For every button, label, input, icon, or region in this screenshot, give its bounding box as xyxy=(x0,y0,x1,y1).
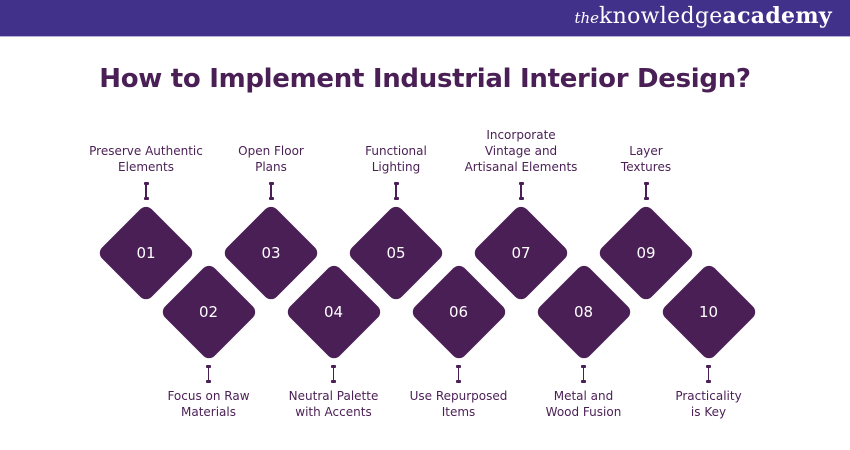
step-number: 10 xyxy=(698,303,719,321)
connector-arrow-icon xyxy=(206,365,211,383)
step-number: 07 xyxy=(511,244,531,262)
connector-arrow-icon xyxy=(643,182,648,200)
brand-word-knowledge: knowledge xyxy=(599,4,723,29)
connector-arrow-icon xyxy=(706,365,711,383)
step-number: 04 xyxy=(323,303,344,321)
step-number: 02 xyxy=(198,303,219,321)
brand-logo[interactable]: theknowledgeacademy xyxy=(574,3,832,29)
connector-arrow-icon xyxy=(393,182,398,200)
step-number: 01 xyxy=(136,244,156,262)
step-number: 06 xyxy=(448,303,469,321)
connector-arrow-icon xyxy=(518,182,523,200)
connector-arrow-icon xyxy=(456,365,461,383)
brand-word-academy: academy xyxy=(722,3,832,29)
page-title: How to Implement Industrial Interior Des… xyxy=(99,64,751,94)
step-number: 03 xyxy=(261,244,281,262)
connector-arrow-icon xyxy=(268,182,273,200)
step-number: 05 xyxy=(386,244,406,262)
step-number: 09 xyxy=(636,244,656,262)
connector-arrow-icon xyxy=(331,365,336,383)
brand-prefix: the xyxy=(574,9,600,27)
header-bar: theknowledgeacademy xyxy=(0,0,850,37)
connector-arrow-icon xyxy=(581,365,586,383)
step-number: 08 xyxy=(573,303,594,321)
connector-arrow-icon xyxy=(143,182,148,200)
